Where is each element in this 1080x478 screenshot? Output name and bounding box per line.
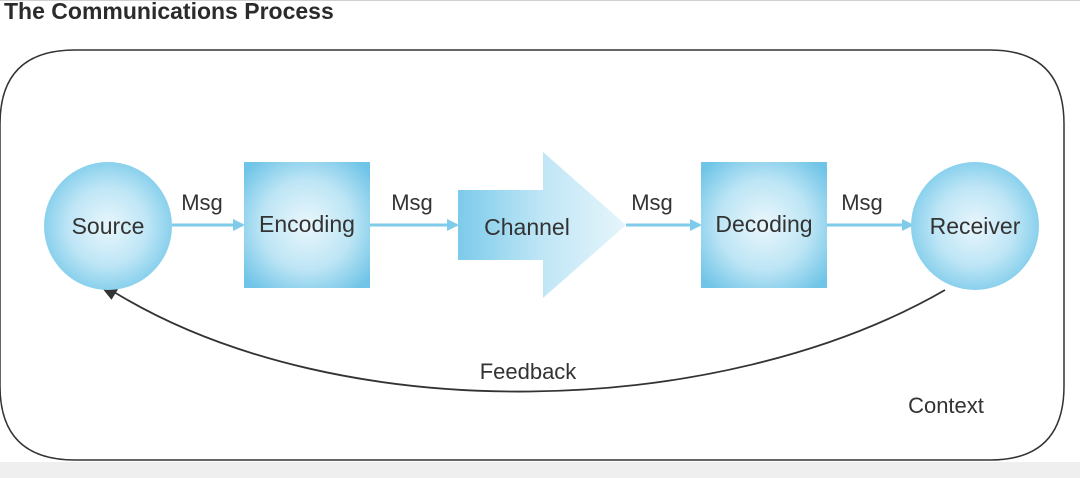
feedback-label: Feedback [480, 359, 578, 384]
receiver-node [911, 162, 1039, 290]
msg-label: Msg [181, 190, 223, 215]
decoding-node [701, 162, 827, 288]
decoding-label: Decoding [715, 211, 812, 237]
encoding-label: Encoding [259, 211, 355, 237]
source-label: Source [72, 213, 145, 239]
bottom-band [0, 462, 1080, 478]
receiver-label: Receiver [930, 213, 1021, 239]
context-frame [0, 49, 1065, 461]
top-rule [0, 0, 1080, 1]
msg-label: Msg [391, 190, 433, 215]
msg-label: Msg [631, 190, 673, 215]
context-label: Context [908, 393, 984, 418]
channel-label: Channel [484, 214, 570, 240]
page-title: The Communications Process [4, 0, 334, 24]
source-node [44, 162, 172, 290]
msg-label: Msg [841, 190, 883, 215]
feedback-arrow [96, 281, 946, 393]
encoding-node [244, 162, 370, 288]
channel-node [458, 152, 626, 298]
